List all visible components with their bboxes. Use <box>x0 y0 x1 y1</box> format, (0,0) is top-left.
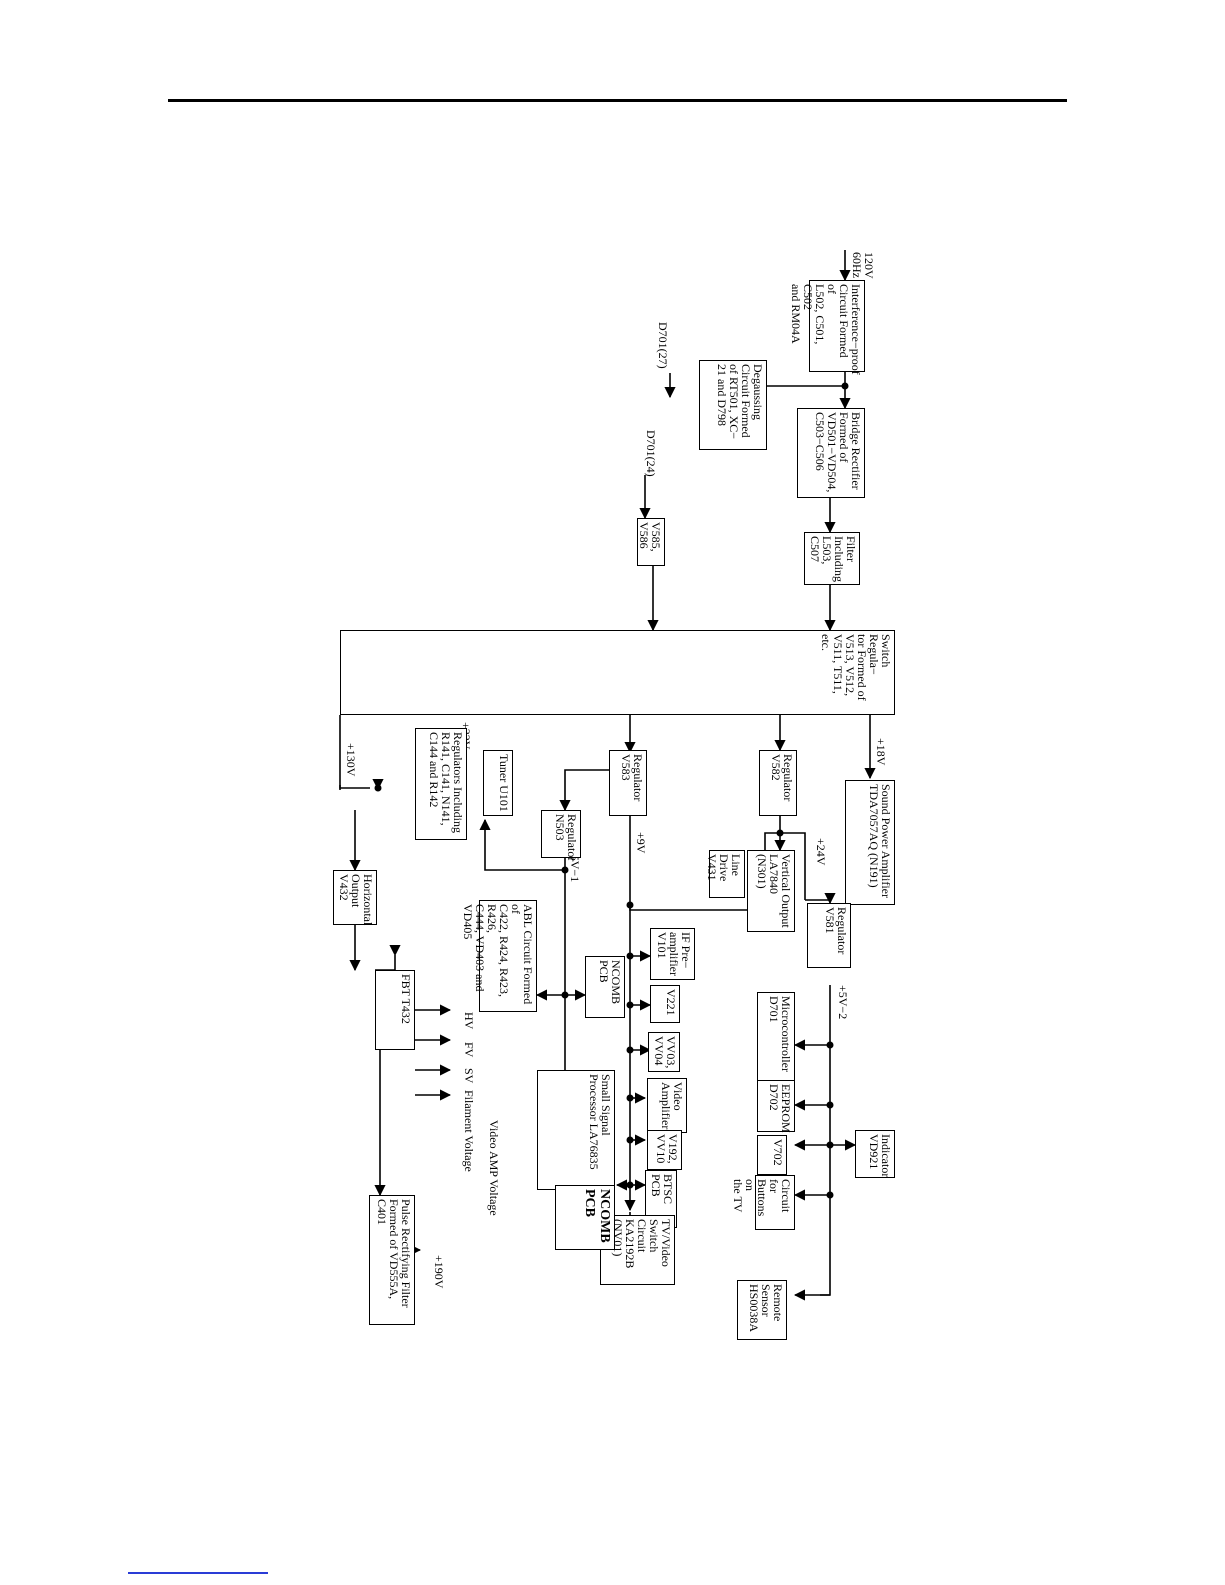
eeprom-block: EEPROM D702 <box>757 1080 795 1133</box>
v702-block: V702 <box>757 1135 787 1175</box>
remote-sensor-block: Remote Sensor HS0038A <box>737 1280 787 1340</box>
footer-link-underline <box>128 1572 268 1574</box>
plus-5v-2-label: +5V−2 <box>836 985 850 1020</box>
vv03-vv04-block: VV03, VV04 <box>648 1032 680 1072</box>
line-drive-block: Line Drive V431 <box>705 850 745 898</box>
video-amplifier-block: Video Amplifier <box>647 1078 687 1133</box>
abl-circuit-block: ABL Circuit Formed of C422, R424, R423, … <box>461 900 537 1012</box>
ncomb-pcb-block-2: NCOMB PCB <box>555 1185 615 1250</box>
power-supply-block-diagram: 120V 60Hz D701(27) D701(24) +18V +24V +3… <box>333 250 915 1450</box>
sound-power-amplifier-block: Sound Power Amplifier TDA7057AQ (N191) <box>845 780 895 905</box>
pulse-rectifying-filter-block: Pulse Rectifying Filter Formed of VD555A… <box>369 1195 415 1325</box>
microcontroller-block: Microcontroller D701 <box>757 992 795 1082</box>
degaussing-block: Degaussing Circuit Formed of RT501, XC− … <box>699 360 767 450</box>
if-preamplifier-block: IF Pre− amplifier V101 <box>650 928 695 980</box>
regulators-including-block: Regulators Including R141, C141, N141, C… <box>415 728 467 840</box>
regulator-v581-block: Regulator V581 <box>807 903 851 968</box>
interference-proof-block: Interference−proof Circuit Formed of L50… <box>789 280 865 375</box>
plus-9v-label: +9V <box>634 832 648 854</box>
fv-label: FV <box>462 1042 476 1058</box>
buttons-circuit-block: Circuit for Buttons on the TV <box>731 1175 795 1230</box>
sv-label: SV <box>462 1068 476 1084</box>
plus-130v-label: +130V <box>344 743 358 777</box>
top-rule <box>168 99 1067 102</box>
vertical-output-block: Vertical Output LA7840 (N301) <box>747 850 795 932</box>
horizontal-output-block: Horizontal Output V432 <box>333 870 377 925</box>
filament-voltage-label: Filament Voltage <box>462 1090 476 1172</box>
d701-24-label: D701(24) <box>644 430 658 477</box>
connection-lines <box>339 250 876 1301</box>
tuner-u101-block: Tuner U101 <box>483 750 513 816</box>
v585-v586-block: V585, V586 <box>637 518 665 566</box>
plus-24v-label: +24V <box>814 838 828 866</box>
ncomb-pcb-block-1: NCOMB PCB <box>585 956 625 1018</box>
regulator-n503-block: Regulator N503 <box>541 810 581 861</box>
small-signal-processor-block: Small Signal Processor LA76835 <box>537 1070 615 1190</box>
v192-vv10-block: V192, VV10 <box>647 1130 682 1170</box>
filter-block: Filter Including L503, C507 <box>804 532 860 585</box>
regulator-v583-block: Regulator V583 <box>609 750 647 816</box>
mains-label: 120V 60Hz <box>850 252 876 279</box>
d701-27-label: D701(27) <box>656 322 670 369</box>
plus-190v-label: +190V <box>432 1255 446 1289</box>
v221-block: V221 <box>650 985 680 1023</box>
indicator-block: Indicator VD921 <box>855 1130 895 1178</box>
plus-18v-label: +18V <box>874 738 888 766</box>
hv-label: HV <box>462 1012 476 1030</box>
fbt-t432-block: FBT T432 <box>375 970 415 1050</box>
switch-regulator-block: Switch Regula− tor Formed of V513, V512,… <box>340 630 895 715</box>
bridge-rectifier-block: Bridge Rectifier Formed of VD501−VD504, … <box>797 408 865 498</box>
regulator-v582-block: Regulator V582 <box>759 750 797 816</box>
video-amp-voltage-label: Video AMP Voltage <box>487 1120 501 1216</box>
